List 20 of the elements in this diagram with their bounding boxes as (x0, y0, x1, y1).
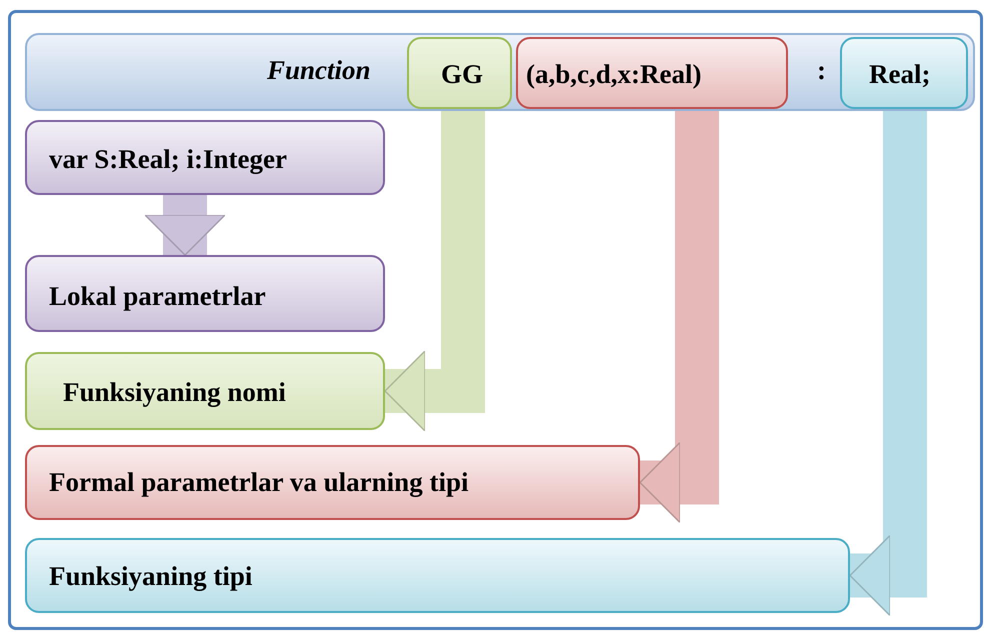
node-text: Funksiyaning nomi (63, 379, 286, 406)
block-arrow (144, 195, 226, 256)
node-text: Funksiyaning tipi (49, 563, 252, 590)
node-text: Lokal parametrlar (49, 283, 266, 310)
node-text: var S:Real; i:Integer (49, 146, 287, 173)
declaration-box (25, 120, 385, 195)
node-text: (a,b,c,d,x:Real) (526, 61, 702, 88)
node-text: Real; (869, 61, 930, 88)
node-text: Formal parametrlar va ularning tipi (49, 469, 468, 496)
label-box (25, 352, 385, 430)
keyword-text: Function (267, 57, 371, 84)
name-box (407, 37, 512, 109)
parameters-box (516, 37, 788, 109)
header-band (25, 33, 975, 111)
return-type-box (840, 37, 968, 109)
label-box (25, 255, 385, 332)
label-box (25, 538, 850, 613)
label-box (25, 445, 640, 520)
node-text: GG (441, 61, 484, 88)
separator-text: : (817, 57, 826, 84)
